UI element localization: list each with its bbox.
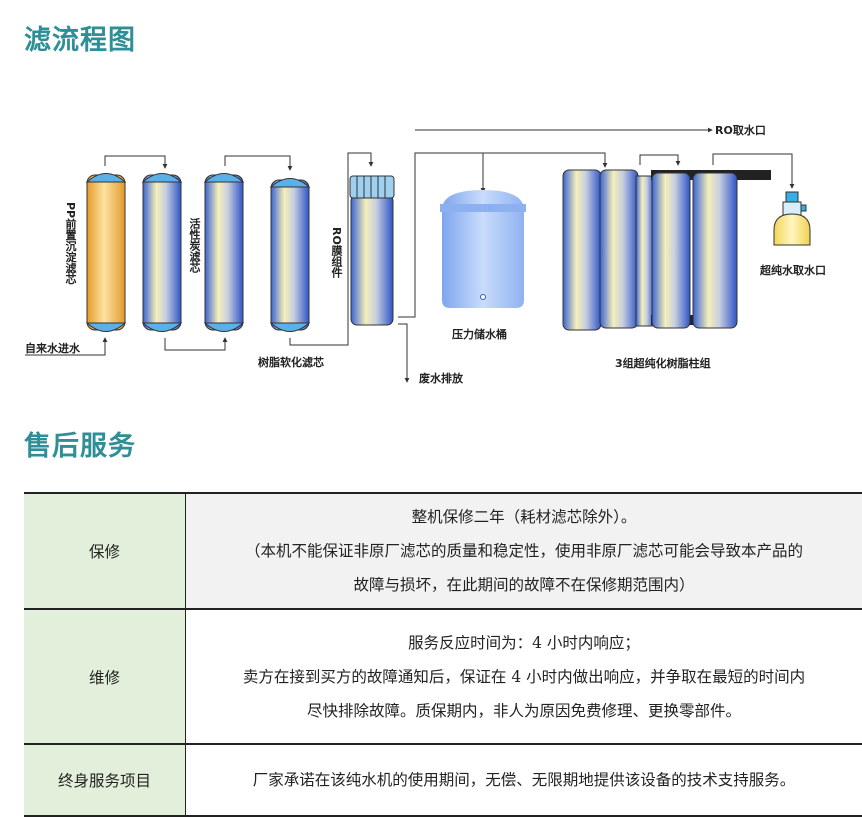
value-line: 服务反应时间为：4 小时内响应； <box>408 633 640 652</box>
ultrapure-faucet <box>773 191 811 246</box>
value-line: 卖方在接到买方的故障通知后，保证在 4 小时内做出响应，并争取在最短的时间内 <box>242 667 806 686</box>
row-value: 整机保修二年（耗材滤芯除外）。 （本机不能保证非原厂滤芯的质量和稳定性，使用非原… <box>185 492 862 610</box>
label-ro-membrane: RO膜组件 <box>330 227 343 278</box>
carbon-filter-tank-1 <box>141 173 183 332</box>
row-value: 厂家承诺在该纯水机的使用期间，无偿、无限期地提供该设备的技术支持服务。 <box>185 743 862 817</box>
resin-softener-tank <box>269 178 311 332</box>
label-pressure-tank: 压力储水桶 <box>452 327 507 341</box>
label-resin-columns: 3组超纯化树脂柱组 <box>615 356 711 370</box>
row-key: 保修 <box>24 492 186 610</box>
label-ultrapure-outlet: 超纯水取水口 <box>759 263 826 277</box>
table-row-lifetime-service: 终身服务项目 厂家承诺在该纯水机的使用期间，无偿、无限期地提供该设备的技术支持服… <box>24 743 862 817</box>
value-line: 故障与损坏，在此期间的故障不在保修期范围内） <box>353 576 695 594</box>
row-value: 服务反应时间为：4 小时内响应； 卖方在接到买方的故障通知后，保证在 4 小时内… <box>185 608 862 745</box>
label-waste-water: 废水排放 <box>419 371 464 385</box>
label-pp-filter: PP前置沉淀滤芯 <box>64 202 77 285</box>
pp-filter-tank <box>85 173 127 332</box>
ro-membrane-housing <box>349 175 395 326</box>
after-sales-service-table: 保修 整机保修二年（耗材滤芯除外）。 （本机不能保证非原厂滤芯的质量和稳定性，使… <box>24 492 862 817</box>
pressure-tank <box>440 190 526 308</box>
section-title-service: 售后服务 <box>24 431 136 462</box>
label-resin-softener: 树脂软化滤芯 <box>258 355 324 369</box>
row-key: 维修 <box>24 608 186 745</box>
value-line: 厂家承诺在该纯水机的使用期间，无偿、无限期地提供该设备的技术支持服务。 <box>252 771 796 789</box>
label-tap-water-inlet: 自来水进水 <box>25 341 81 355</box>
value-line: 尽快排除故障。质保期内，非人为原因免费修理、更换零部件。 <box>306 701 741 720</box>
value-line: 整机保修二年（耗材滤芯除外）。 <box>411 508 637 526</box>
filtration-flow-diagram: 自来水进水 树脂软化滤芯 废水排放 压力储水桶 RO取水口 3组超纯化树脂柱组 … <box>25 123 826 385</box>
resin-column-group <box>562 169 771 331</box>
label-ro-outlet: RO取水口 <box>715 123 766 137</box>
table-row-warranty: 保修 整机保修二年（耗材滤芯除外）。 （本机不能保证非原厂滤芯的质量和稳定性，使… <box>24 492 862 610</box>
table-row-repair: 维修 服务反应时间为：4 小时内响应； 卖方在接到买方的故障通知后，保证在 4 … <box>24 608 862 745</box>
label-carbon-filter: 活性炭滤芯 <box>188 218 201 273</box>
section-title-flow: 滤流程图 <box>24 25 136 56</box>
value-line: （本机不能保证非原厂滤芯的质量和稳定性，使用非原厂滤芯可能会导致本产品的 <box>244 542 803 560</box>
row-key: 终身服务项目 <box>24 743 186 817</box>
carbon-filter-tank-2 <box>203 173 245 332</box>
